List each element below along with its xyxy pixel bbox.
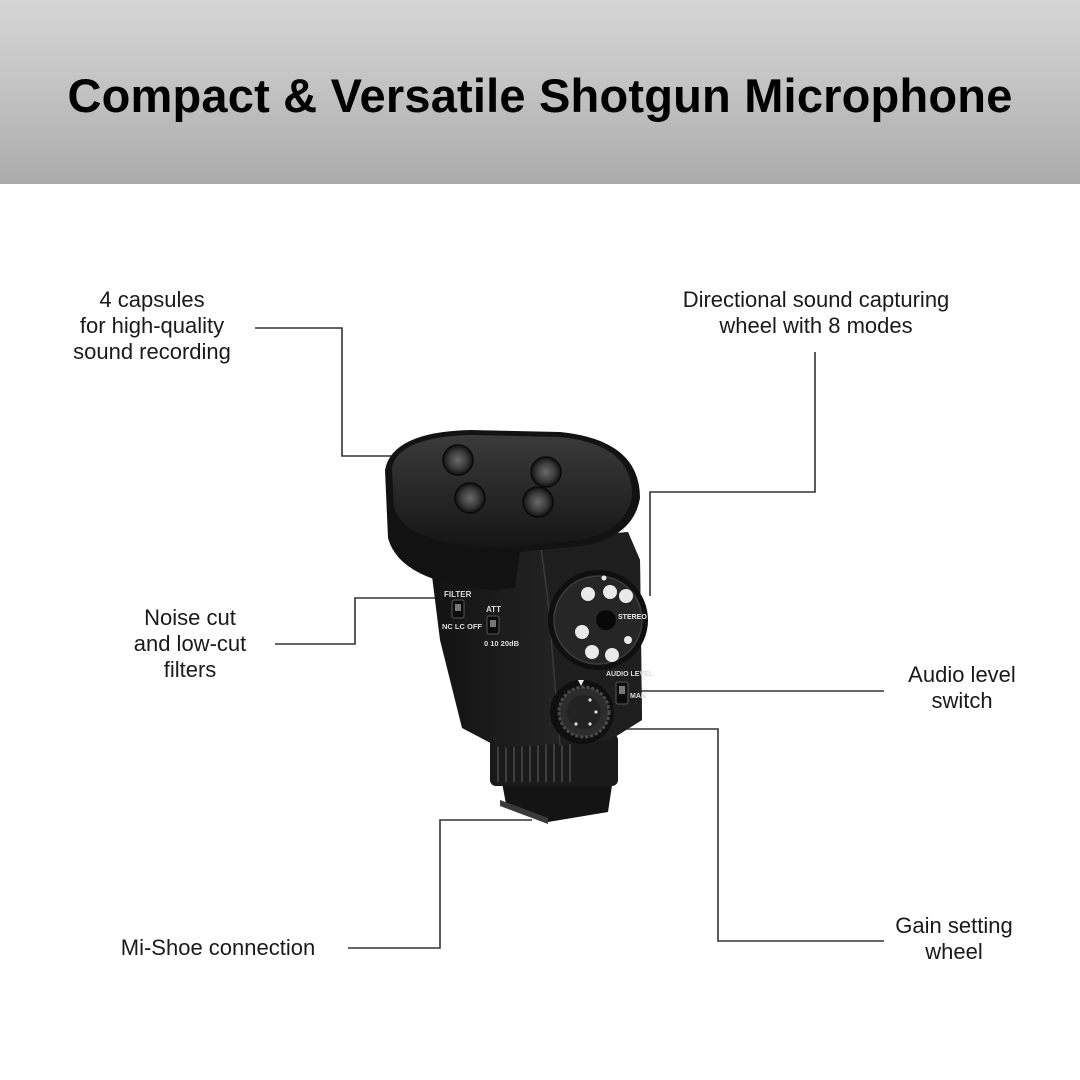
capsules-leader-line	[255, 327, 392, 457]
directional-wheel-callout: Directional sound capturing wheel with 8…	[682, 287, 950, 338]
capsules-callout: 4 capsules for high-quality sound record…	[73, 287, 231, 364]
leader-lines	[255, 327, 884, 949]
audio-level-callout: Audio level switch	[908, 662, 1016, 713]
audio-level-switch: AUDIO LEVEL MAN	[606, 671, 654, 705]
audio-level-marking: AUDIO LEVEL	[606, 671, 654, 678]
att-marking: ATT	[486, 605, 501, 614]
stereo-marking: STEREO	[618, 614, 647, 621]
directional-mode-wheel: STEREO	[548, 570, 648, 670]
man-marking: MAN	[630, 693, 646, 700]
capsule-icon	[454, 482, 486, 514]
att-positions-marking: 0 10 20dB	[484, 639, 520, 648]
filter-positions-marking: NC LC OFF	[442, 622, 482, 631]
header-banner: Compact & Versatile Shotgun Microphone	[0, 0, 1080, 184]
capsule-icon	[522, 486, 554, 518]
mi-shoe-callout: Mi-Shoe connection	[120, 935, 316, 960]
filters-leader-line	[275, 597, 440, 645]
capsule-icon	[442, 444, 474, 476]
page-title: Compact & Versatile Shotgun Microphone	[67, 69, 1013, 122]
gain-setting-wheel	[550, 680, 614, 744]
filter-marking: FILTER	[444, 590, 472, 599]
locking-ring	[490, 734, 618, 786]
capsule-icon	[530, 456, 562, 488]
att-switch	[486, 615, 500, 635]
gain-leader-line	[622, 728, 884, 942]
capsule-plate	[385, 430, 640, 590]
gain-wheel-callout: Gain setting wheel	[895, 913, 1013, 964]
filter-switch	[451, 599, 465, 619]
filters-callout: Noise cut and low-cut filters	[133, 605, 247, 682]
directional-leader-line	[649, 352, 816, 596]
mi-shoe-leader-line	[348, 819, 532, 949]
